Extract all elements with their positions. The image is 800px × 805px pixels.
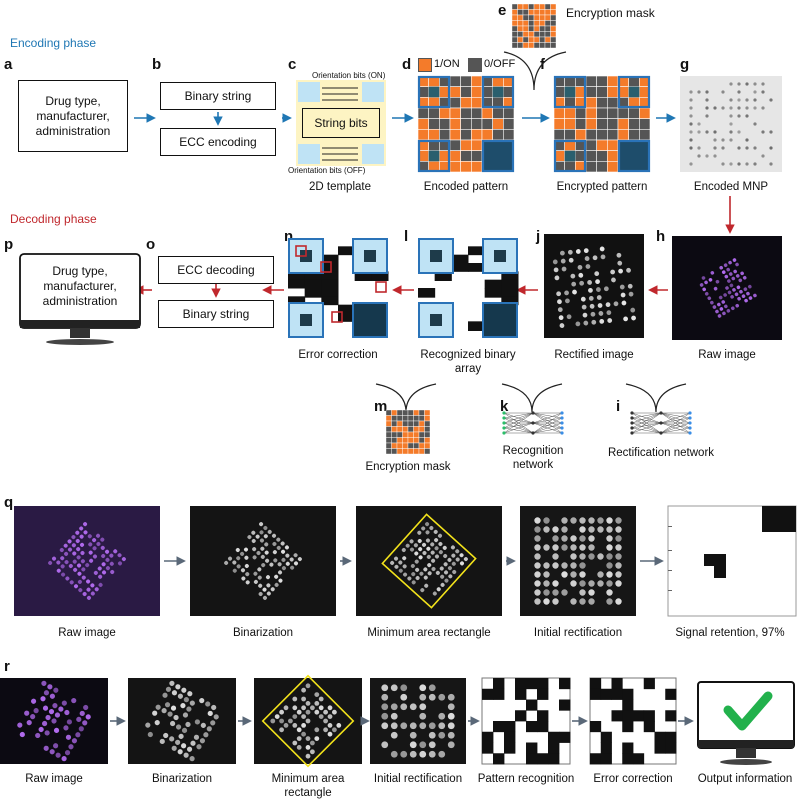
q-binarization-image (190, 506, 336, 616)
mask-funnel (503, 51, 567, 91)
binary-string-box-decoded: Binary string (158, 300, 274, 328)
rectification-network-caption: Rectification network (607, 447, 715, 459)
template-arrows (322, 87, 358, 161)
panel-letter-n: n (284, 228, 294, 245)
q-caption-binarization: Binarization (232, 627, 294, 639)
recognized-binary-grid (418, 238, 519, 338)
raw-image-photo (672, 236, 782, 340)
r-initial-rectification-image (370, 678, 466, 764)
panel-letter-r: r (4, 658, 10, 675)
recognition-network-icon (502, 411, 564, 435)
error-correction-grid (288, 238, 389, 338)
panel-letter-q: q (4, 494, 14, 511)
panel-letter-k: k (500, 398, 509, 415)
r-caption-error: Error correction (593, 773, 673, 785)
encrypted-pattern-caption: Encrypted pattern (556, 181, 648, 193)
q-signal-retention-image (667, 505, 797, 617)
panel-letter-e: e (498, 2, 507, 19)
recognition-network-caption: Recognition network (502, 445, 564, 471)
panel-letter-o: o (146, 236, 156, 253)
encrypted-pattern-grid (553, 75, 651, 173)
r-caption-binarization: Binarization (151, 773, 213, 785)
r-raw-image (0, 678, 108, 764)
rectified-image-photo (544, 234, 644, 338)
checkmark-icon (723, 691, 773, 731)
encoded-pattern-grid (417, 75, 515, 173)
ecc-encoding-text: ECC encoding (179, 134, 257, 149)
panel-letter-b: b (152, 56, 162, 73)
q-caption-raw: Raw image (58, 627, 116, 639)
r-caption-pattern: Pattern recognition (477, 773, 575, 785)
legend-on-label: 1/ON (434, 58, 460, 70)
r-pattern-recognition-grid (481, 677, 571, 765)
string-bits-label: String bits (314, 116, 368, 130)
template-caption: 2D template (308, 181, 371, 193)
legend-off-swatch (468, 58, 482, 72)
legend-off-label: 0/OFF (484, 58, 516, 70)
encryption-mask-grid-top (511, 3, 557, 49)
encryption-mask-caption-top: Encryption mask (566, 6, 655, 20)
encryption-mask-grid-bottom (385, 409, 431, 455)
monitor-icon-p (19, 253, 141, 345)
rectified-image-caption: Rectified image (554, 349, 634, 361)
panel-letter-g: g (680, 56, 690, 73)
encryption-mask-caption-bottom: Encryption mask (365, 461, 451, 473)
binary-string-text: Binary string (184, 88, 252, 103)
panel-letter-c: c (288, 56, 297, 73)
r-output-monitor-icon (697, 681, 795, 765)
encoding-phase-label: Encoding phase (10, 36, 97, 50)
decoding-phase-label: Decoding phase (10, 212, 97, 226)
recognized-binary-caption: Recognized binary array (420, 349, 516, 375)
q-initial-rectification-image (520, 506, 636, 616)
error-correction-caption: Error correction (298, 349, 378, 361)
r-caption-raw: Raw image (25, 773, 83, 785)
r-binarization-image (128, 678, 236, 764)
q-min-area-rect-image (356, 506, 502, 616)
ecc-decoding-text: ECC decoding (177, 262, 255, 277)
orientation-on-label: Orientation bits (ON) (312, 71, 386, 80)
raw-image-caption: Raw image (698, 349, 756, 361)
encoded-mnp-caption: Encoded MNP (693, 181, 769, 193)
panel-letter-p: p (4, 236, 14, 253)
rectification-network-icon (630, 411, 692, 435)
r-error-correction-grid (589, 677, 677, 765)
encoded-pattern-caption: Encoded pattern (423, 181, 509, 193)
output-info-text: Drug type, manufacturer, administration (42, 264, 118, 308)
ecc-encoding-box: ECC encoding (160, 128, 276, 156)
q-caption-min-rect: Minimum area rectangle (367, 627, 491, 639)
ecc-decoding-box: ECC decoding (158, 256, 274, 284)
template-diagram: String bits (296, 80, 386, 166)
panel-letter-j: j (536, 228, 541, 245)
r-caption-min-rect: Minimum area rectangle (271, 773, 345, 799)
r-caption-output: Output information (697, 773, 793, 785)
binary-string-box: Binary string (160, 82, 276, 110)
panel-letter-d: d (402, 56, 412, 73)
panel-letter-h: h (656, 228, 666, 245)
panel-letter-a: a (4, 56, 13, 73)
q-caption-initial-rect: Initial rectification (533, 627, 623, 639)
drug-info-text: Drug type, manufacturer, administration (35, 93, 111, 138)
drug-info-box: Drug type, manufacturer, administration (18, 80, 128, 152)
r-min-area-rect-image (254, 674, 362, 768)
panel-letter-m: m (374, 398, 388, 415)
q-raw-image (14, 506, 160, 616)
panel-letter-l: l (404, 228, 409, 245)
encoded-mnp-photo (680, 76, 782, 172)
orientation-off-label: Orientation bits (OFF) (288, 166, 366, 175)
r-caption-initial-rect: Initial rectification (373, 773, 463, 785)
panel-letter-i: i (616, 398, 621, 415)
legend-on-swatch (418, 58, 432, 72)
binary-string-decoded-text: Binary string (182, 306, 250, 321)
q-caption-signal: Signal retention, 97% (675, 627, 785, 639)
